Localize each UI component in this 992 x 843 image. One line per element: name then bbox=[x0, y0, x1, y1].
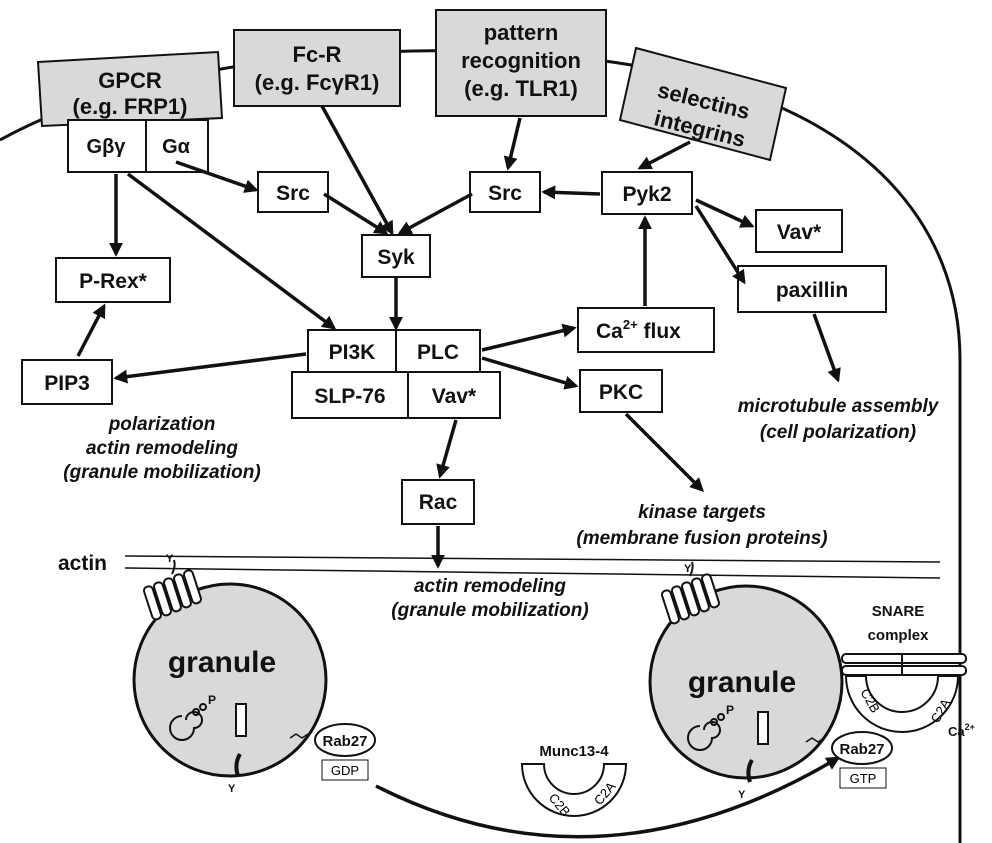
svg-text:Pyk2: Pyk2 bbox=[622, 183, 671, 206]
pi3k-label: PI3K bbox=[329, 341, 376, 364]
svg-text:Y: Y bbox=[738, 789, 746, 801]
fcr-receptor: Fc-R (e.g. FcγR1) bbox=[233, 29, 401, 107]
gpcr-receptor: GPCR (e.g. FRP1) bbox=[36, 50, 224, 128]
svg-text:Y: Y bbox=[684, 563, 692, 575]
svg-text:paxillin: paxillin bbox=[776, 279, 848, 302]
svg-text:GTP: GTP bbox=[850, 771, 877, 786]
actin-remodel-annotation: actin remodeling (granule mobilization) bbox=[391, 576, 588, 621]
svg-text:actin remodeling: actin remodeling bbox=[414, 576, 566, 597]
svg-text:Munc13-4: Munc13-4 bbox=[539, 743, 609, 760]
svg-text:GDP: GDP bbox=[331, 763, 359, 778]
svg-text:(cell polarization): (cell polarization) bbox=[760, 422, 916, 443]
svg-text:PIP3: PIP3 bbox=[44, 372, 90, 395]
svg-text:Src: Src bbox=[276, 182, 310, 205]
snare-complex: SNARE complex C2B C2A Ca2+ bbox=[841, 603, 975, 739]
pathway-arrows bbox=[76, 105, 841, 839]
svg-text:Ca2+ flux: Ca2+ flux bbox=[596, 317, 681, 343]
svg-text:Y: Y bbox=[228, 783, 236, 795]
microtubule-annotation: microtubule assembly (cell polarization) bbox=[738, 396, 940, 443]
syk-node: Syk bbox=[361, 234, 431, 278]
receptor-icon bbox=[142, 559, 202, 621]
svg-text:GPCR: GPCR bbox=[98, 68, 162, 93]
rab27-gtp bbox=[831, 731, 893, 765]
svg-text:P-Rex*: P-Rex* bbox=[79, 270, 148, 293]
pip3-node: PIP3 bbox=[21, 359, 113, 405]
vav-mid-label: Vav* bbox=[432, 385, 477, 408]
svg-text:(membrane fusion proteins): (membrane fusion proteins) bbox=[576, 528, 827, 549]
gprotein: Gβγ Gα bbox=[67, 119, 209, 173]
gbg-label: Gβγ bbox=[87, 136, 127, 158]
svg-text:recognition: recognition bbox=[461, 48, 581, 73]
actin-filaments bbox=[124, 555, 941, 579]
selectins-receptor: selectins integrins bbox=[618, 46, 788, 162]
membrane-anchor-icon bbox=[234, 752, 242, 777]
ca-flux-node: Ca2+ flux bbox=[577, 307, 715, 353]
svg-text:(granule mobilization): (granule mobilization) bbox=[63, 462, 260, 483]
svg-text:Src: Src bbox=[488, 182, 522, 205]
pyk2-node: Pyk2 bbox=[601, 171, 693, 215]
paxillin-node: paxillin bbox=[737, 265, 887, 313]
src1-node: Src bbox=[257, 171, 329, 213]
svg-text:Vav*: Vav* bbox=[777, 221, 822, 244]
polarization-annotation: polarization actin remodeling (granule m… bbox=[63, 414, 260, 483]
svg-text:P: P bbox=[208, 693, 216, 707]
phospho-spiral-icon bbox=[169, 703, 207, 741]
granule-left: granule Y P Y Rab27 GDP bbox=[132, 553, 376, 795]
svg-text:kinase targets: kinase targets bbox=[638, 502, 766, 523]
svg-text:(e.g. FRP1): (e.g. FRP1) bbox=[73, 94, 188, 119]
svg-text:polarization: polarization bbox=[108, 414, 216, 435]
svg-text:SNARE: SNARE bbox=[872, 603, 925, 620]
rac-node: Rac bbox=[401, 479, 475, 525]
vamp-icon bbox=[235, 703, 247, 737]
svg-text:pattern: pattern bbox=[484, 20, 559, 45]
svg-text:PKC: PKC bbox=[599, 381, 643, 404]
pkc-node: PKC bbox=[579, 369, 663, 413]
svg-text:actin remodeling: actin remodeling bbox=[86, 438, 238, 459]
svg-text:Rac: Rac bbox=[419, 491, 458, 514]
svg-text:complex: complex bbox=[868, 627, 930, 644]
svg-text:Y: Y bbox=[166, 553, 174, 565]
kinase-annotation: kinase targets (membrane fusion proteins… bbox=[576, 502, 827, 549]
actin-label: actin bbox=[58, 552, 107, 575]
svg-text:microtubule assembly: microtubule assembly bbox=[738, 396, 940, 417]
svg-text:(granule mobilization): (granule mobilization) bbox=[391, 600, 588, 621]
svg-text:P: P bbox=[726, 703, 734, 717]
pi3k-plc-complex: PI3K PLC SLP-76 Vav* bbox=[291, 329, 501, 419]
svg-text:granule: granule bbox=[168, 646, 276, 679]
svg-text:Syk: Syk bbox=[377, 246, 415, 269]
granule-right: granule Y P Y Rab27 GTP bbox=[648, 561, 893, 801]
svg-text:(e.g. FcγR1): (e.g. FcγR1) bbox=[255, 70, 380, 95]
svg-text:Ca2+: Ca2+ bbox=[948, 722, 975, 739]
svg-text:Fc-R: Fc-R bbox=[293, 42, 342, 67]
svg-text:(e.g. TLR1): (e.g. TLR1) bbox=[464, 76, 578, 101]
src2-node: Src bbox=[469, 171, 541, 213]
vav-top-node: Vav* bbox=[755, 209, 843, 253]
pattern-receptor: pattern recognition (e.g. TLR1) bbox=[435, 9, 607, 117]
svg-text:Rab27: Rab27 bbox=[322, 733, 367, 750]
svg-text:granule: granule bbox=[688, 666, 796, 699]
rab27-gdp bbox=[314, 723, 376, 757]
plc-label: PLC bbox=[417, 341, 459, 364]
prex-node: P-Rex* bbox=[55, 257, 171, 303]
slp76-label: SLP-76 bbox=[314, 385, 385, 408]
munc13-4: Munc13-4 C2B C2A bbox=[520, 743, 628, 819]
ga-label: Gα bbox=[162, 136, 191, 158]
svg-text:Rab27: Rab27 bbox=[839, 741, 884, 758]
